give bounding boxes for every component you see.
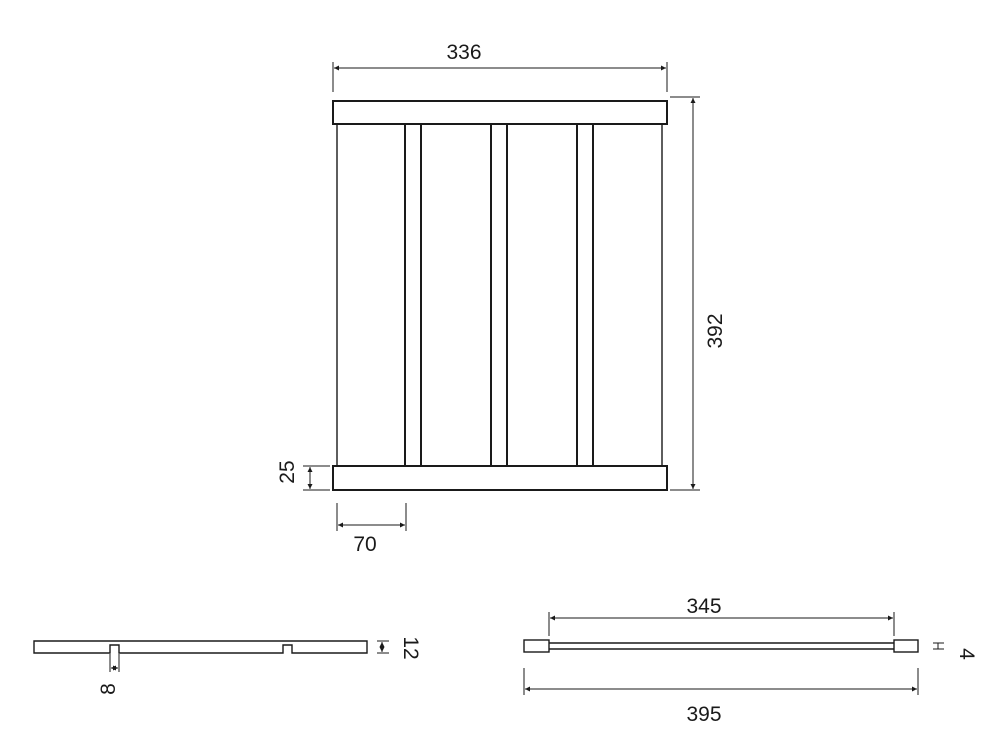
label-bar-spacing: 70 <box>353 533 376 556</box>
label-overall-length: 395 <box>686 703 721 726</box>
top-rail <box>332 100 668 125</box>
vertical-bar-3 <box>576 123 594 467</box>
side-view: 8 12 <box>33 636 422 695</box>
bottom-rail <box>332 465 668 491</box>
dim-overall-width: 336 <box>332 41 668 92</box>
label-inner-length: 345 <box>686 595 721 618</box>
dim-bar-spacing: 70 <box>336 503 407 556</box>
dim-inner-length: 345 <box>548 595 895 636</box>
dim-overall-length: 395 <box>523 668 919 726</box>
label-notch-width: 8 <box>97 683 120 695</box>
right-end-block <box>893 639 919 653</box>
dim-overall-height: 392 <box>670 96 727 491</box>
front-view: 336 392 25 70 <box>276 41 727 556</box>
dim-rail-height: 25 <box>276 460 330 491</box>
top-view: 345 395 4 <box>523 595 978 726</box>
left-end-block <box>523 639 550 653</box>
label-overall-height: 392 <box>704 313 727 348</box>
vertical-bar-1 <box>404 123 422 467</box>
vertical-bar-2 <box>490 123 508 467</box>
label-overall-width: 336 <box>446 41 481 64</box>
dim-side-thickness: 12 <box>377 636 422 660</box>
dim-top-thickness: 4 <box>933 642 978 660</box>
label-rail-height: 25 <box>276 460 299 483</box>
label-top-thickness: 4 <box>955 648 978 660</box>
dim-notch-width: 8 <box>97 654 120 695</box>
label-side-thickness: 12 <box>399 636 422 659</box>
side-profile <box>33 640 368 654</box>
